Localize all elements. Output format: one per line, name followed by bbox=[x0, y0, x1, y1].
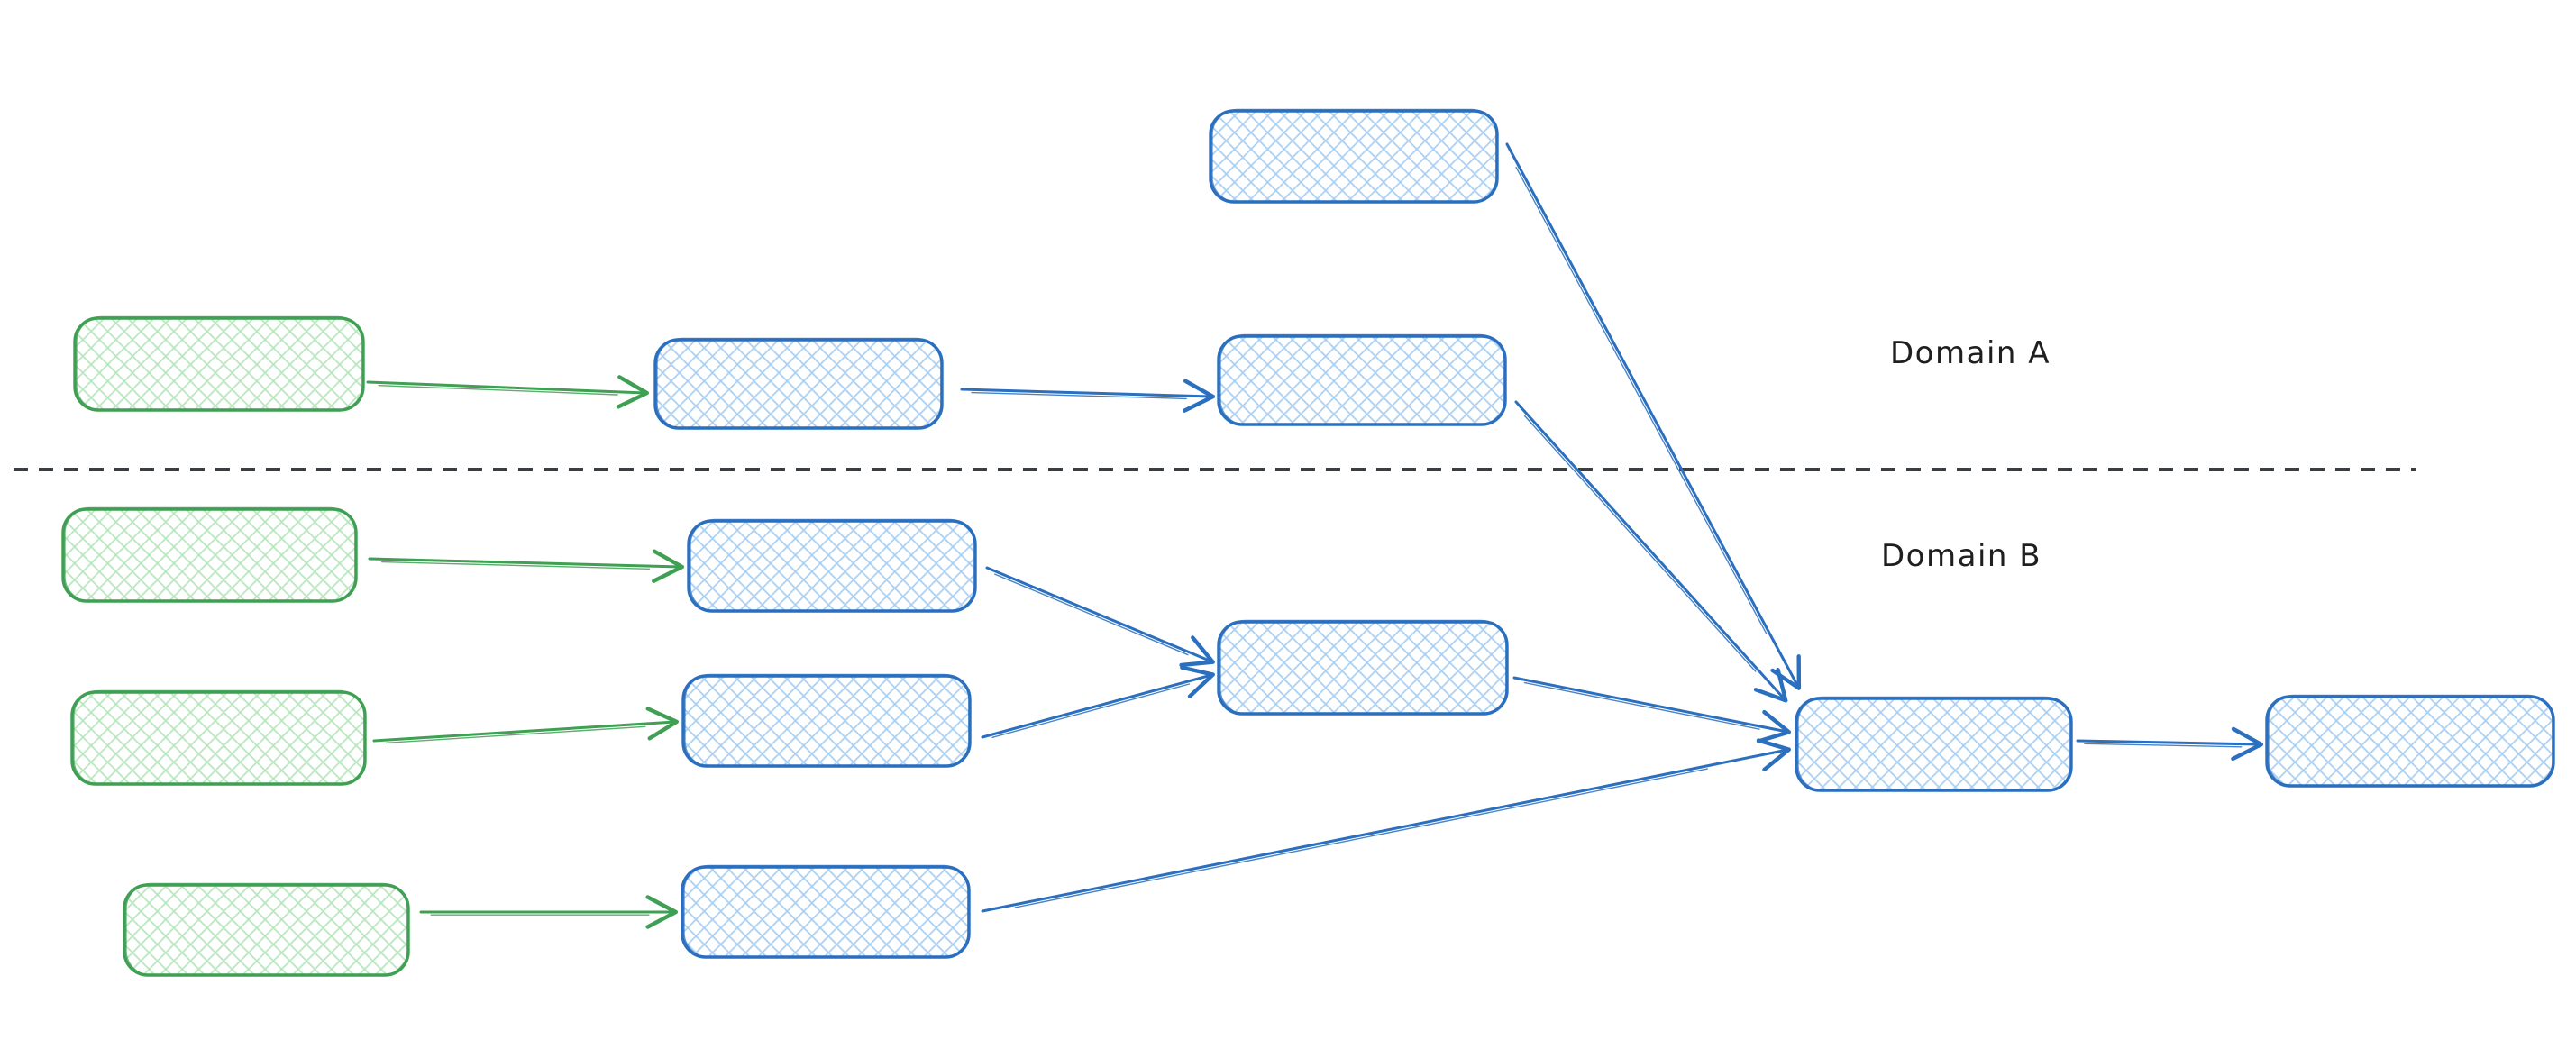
edge-upper-box-to-final-merge[interactable] bbox=[1505, 142, 1802, 690]
edge-domain-b-source2-to-stage2[interactable] bbox=[372, 707, 680, 744]
domain-a-stage1-box[interactable] bbox=[653, 337, 944, 430]
edge-domain-a-source-to-stage1[interactable] bbox=[366, 375, 650, 409]
edge-domain-b-merge-to-final[interactable] bbox=[1512, 676, 1791, 743]
domain-a-stage2-box[interactable] bbox=[1217, 333, 1507, 426]
domain-b-stage1-box-2[interactable] bbox=[681, 673, 972, 768]
edge-domain-a-stage1-to-stage2[interactable] bbox=[960, 379, 1216, 413]
edge-domain-b-stage1-to-merge[interactable] bbox=[985, 566, 1215, 668]
domain-b-merge-box[interactable] bbox=[1217, 619, 1509, 716]
domain-b-source-box-2[interactable] bbox=[70, 689, 367, 786]
domain-b-stage1-box-1[interactable] bbox=[687, 518, 977, 613]
edge-domain-b-stage3-to-final[interactable] bbox=[981, 738, 1791, 913]
domain-b-stage1-box-3[interactable] bbox=[681, 864, 971, 959]
domain-a-source-box[interactable] bbox=[73, 315, 365, 412]
final-merge-box[interactable] bbox=[1795, 696, 2073, 792]
domain-a-label[interactable]: Domain A bbox=[1890, 335, 2051, 371]
edge-final-merge-to-output[interactable] bbox=[2076, 726, 2264, 762]
domain-b-source-box-1[interactable] bbox=[61, 506, 358, 603]
edge-domain-b-source3-to-stage3[interactable] bbox=[419, 895, 679, 929]
edge-domain-b-source1-to-stage1[interactable] bbox=[368, 549, 685, 583]
edge-domain-b-stage2-to-merge[interactable] bbox=[981, 665, 1215, 739]
edge-domain-a-stage2-to-final-merge[interactable] bbox=[1514, 400, 1788, 703]
domain-b-source-box-3[interactable] bbox=[123, 882, 410, 977]
domain-b-label[interactable]: Domain B bbox=[1881, 538, 2042, 574]
output-box[interactable] bbox=[2265, 694, 2555, 788]
domain-a-upper-box[interactable] bbox=[1209, 108, 1499, 204]
